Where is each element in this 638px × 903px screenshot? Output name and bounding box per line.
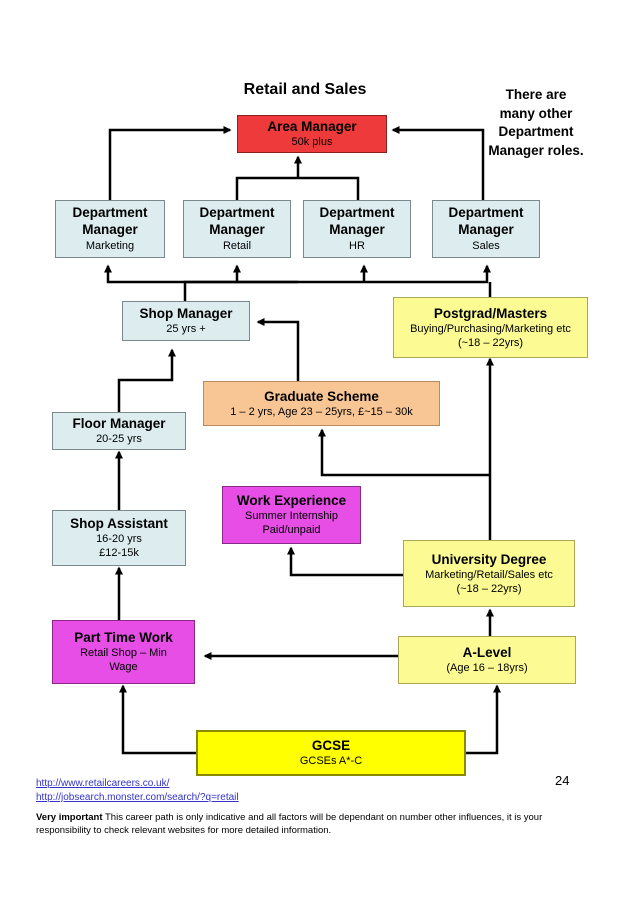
node-title: Area Manager bbox=[267, 119, 357, 134]
page-number: 24 bbox=[555, 773, 570, 788]
node-title: Postgrad/Masters bbox=[433, 305, 548, 321]
node-work-experience: Work Experience Summer Internship Paid/u… bbox=[222, 486, 361, 544]
node-subtitle: 1 – 2 yrs, Age 23 – 25yrs, £~15 – 30k bbox=[230, 405, 413, 418]
node-a-level: A-Level (Age 16 – 18yrs) bbox=[398, 636, 576, 684]
edge-retail-hr-to-area bbox=[235, 176, 360, 200]
node-subtitle: Retail bbox=[222, 240, 252, 252]
node-area-manager: Area Manager 50k plus bbox=[237, 115, 387, 153]
node-gcse: GCSE GCSEs A*-C bbox=[196, 730, 466, 776]
edge-uni-to-workexp bbox=[287, 546, 403, 577]
note-text: There are many other Department Manager … bbox=[488, 87, 584, 158]
node-subtitle: Buying/Purchasing/Marketing etc bbox=[410, 322, 571, 335]
node-title: Floor Manager bbox=[72, 416, 166, 431]
node-shop-assistant: Shop Assistant 16-20 yrs £12-15k bbox=[52, 510, 186, 566]
node-title: Department Manager bbox=[319, 205, 395, 237]
node-title: Work Experience bbox=[236, 493, 347, 508]
node-subtitle: GCSEs A*-C bbox=[299, 755, 363, 767]
node-subtitle: Marketing/Retail/Sales etc bbox=[425, 568, 553, 581]
node-university-degree: University Degree Marketing/Retail/Sales… bbox=[403, 540, 575, 607]
disclaimer-bold: Very important bbox=[36, 812, 103, 823]
node-subtitle: Sales bbox=[472, 240, 500, 252]
disclaimer-text: This career path is only indicative and … bbox=[36, 812, 543, 836]
node-title: Department Manager bbox=[448, 205, 524, 237]
node-postgrad: Postgrad/Masters Buying/Purchasing/Marke… bbox=[393, 297, 588, 358]
node-subtitle: Retail Shop – Min bbox=[80, 647, 167, 659]
node-subtitle: Summer Internship bbox=[245, 510, 338, 522]
edge-uni-to-grad bbox=[318, 428, 490, 477]
node-title: A-Level bbox=[462, 645, 512, 660]
node-graduate-scheme: Graduate Scheme 1 – 2 yrs, Age 23 – 25yr… bbox=[203, 381, 440, 426]
node-title: GCSE bbox=[311, 738, 351, 753]
edge-gcse-to-alevel bbox=[465, 684, 501, 755]
edge-shop-to-depts bbox=[183, 264, 491, 301]
node-dept-sales: Department Manager Sales bbox=[432, 200, 540, 258]
node-title: Shop Assistant bbox=[70, 516, 168, 531]
node-subtitle: 25 yrs + bbox=[166, 323, 206, 335]
node-subtitle: 16-20 yrs bbox=[96, 533, 142, 545]
node-subtitle-2: (~18 – 22yrs) bbox=[457, 336, 524, 349]
link-monster[interactable]: http://jobsearch.monster.com/search/?q=r… bbox=[36, 792, 239, 803]
node-floor-manager: Floor Manager 20-25 yrs bbox=[52, 412, 186, 450]
node-title: Part Time Work bbox=[74, 630, 173, 645]
edge-floor-to-shop bbox=[117, 348, 176, 412]
node-subtitle: HR bbox=[349, 240, 365, 252]
node-subtitle: (Age 16 – 18yrs) bbox=[446, 662, 528, 674]
node-part-time-work: Part Time Work Retail Shop – Min Wage bbox=[52, 620, 195, 684]
node-subtitle: 20-25 yrs bbox=[96, 433, 142, 445]
node-subtitle-2: (~18 – 22yrs) bbox=[456, 582, 522, 595]
node-title: Department Manager bbox=[72, 205, 148, 237]
node-dept-retail: Department Manager Retail bbox=[183, 200, 291, 258]
node-subtitle-2: Wage bbox=[109, 661, 138, 673]
node-subtitle: 50k plus bbox=[291, 136, 333, 148]
disclaimer: Very important This career path is only … bbox=[36, 811, 556, 837]
node-shop-manager: Shop Manager 25 yrs + bbox=[122, 301, 250, 341]
page-title: Retail and Sales bbox=[243, 81, 367, 98]
node-title: Shop Manager bbox=[139, 306, 233, 321]
node-title: Graduate Scheme bbox=[264, 388, 379, 404]
node-title: Department Manager bbox=[199, 205, 275, 237]
node-dept-marketing: Department Manager Marketing bbox=[55, 200, 165, 258]
edge-shop-to-marketing bbox=[104, 264, 298, 284]
node-title: University Degree bbox=[431, 551, 547, 567]
node-subtitle: Marketing bbox=[85, 240, 135, 252]
node-dept-hr: Department Manager HR bbox=[303, 200, 411, 258]
edge-sales-to-area bbox=[391, 126, 485, 200]
node-subtitle-2: £12-15k bbox=[99, 547, 139, 559]
node-subtitle-2: Paid/unpaid bbox=[262, 524, 321, 536]
edge-marketing-to-area bbox=[108, 126, 232, 200]
edge-gcse-to-parttime bbox=[119, 684, 196, 755]
edge-grad-to-shop bbox=[256, 318, 300, 381]
link-retailcareers[interactable]: http://www.retailcareers.co.uk/ bbox=[36, 778, 170, 789]
